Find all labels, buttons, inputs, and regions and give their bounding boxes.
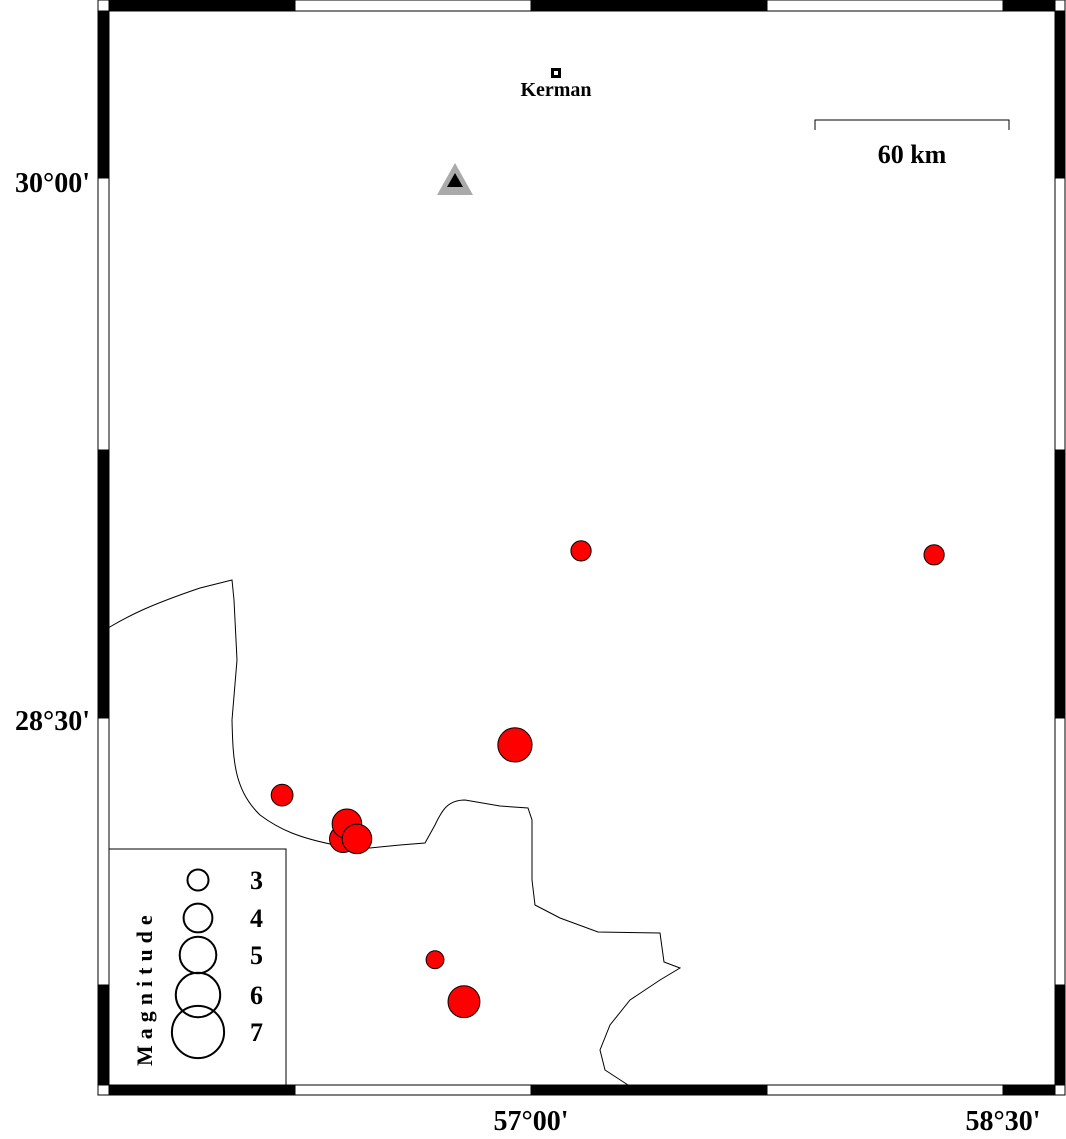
frame-tick-right bbox=[1054, 449, 1066, 719]
frame-tick-bottom bbox=[530, 1084, 768, 1096]
earthquake-event bbox=[570, 540, 592, 562]
legend-title: Magnitude bbox=[132, 909, 157, 1066]
axis-labels: 30°00' 28°30' 57°00' 58°30' bbox=[15, 168, 1041, 1137]
frame-tick-top bbox=[766, 0, 1004, 12]
frame-tick-left bbox=[97, 10, 110, 179]
province-border-line bbox=[107, 579, 682, 1086]
frame-tick-right bbox=[1054, 177, 1066, 451]
city-kerman: Kerman bbox=[520, 68, 592, 101]
legend-circle bbox=[174, 971, 222, 1019]
legend-label: 5 bbox=[250, 941, 263, 970]
earthquake-event bbox=[447, 985, 481, 1019]
scale-bar-label: 60 km bbox=[878, 140, 947, 169]
legend-circle bbox=[186, 868, 210, 892]
scale-bar: 60 km bbox=[814, 119, 1010, 169]
frame-tick-left bbox=[97, 177, 110, 451]
earthquake-event bbox=[270, 783, 294, 807]
legend-circle bbox=[170, 1004, 226, 1060]
frame-tick-right bbox=[1054, 10, 1066, 179]
frame-tick-left bbox=[97, 984, 110, 1086]
city-label: Kerman bbox=[520, 79, 591, 101]
legend-circle bbox=[182, 902, 214, 934]
frame-tick-right bbox=[1054, 984, 1066, 1086]
frame-tick-right bbox=[1054, 717, 1066, 986]
frame-tick-bottom bbox=[766, 1084, 1004, 1096]
lon-label: 58°30' bbox=[966, 1106, 1041, 1134]
station-triangle-icon bbox=[437, 163, 473, 195]
frame-tick-bottom bbox=[1002, 1084, 1056, 1096]
lat-label: 28°30' bbox=[15, 706, 90, 737]
map-area bbox=[108, 10, 1056, 1086]
lat-label: 30°00' bbox=[15, 168, 90, 199]
legend-label: 3 bbox=[250, 866, 263, 895]
earthquake-event bbox=[341, 823, 373, 855]
lon-label: 57°00' bbox=[494, 1106, 569, 1134]
legend-label: 7 bbox=[250, 1018, 263, 1047]
frame-tick-bottom bbox=[108, 1084, 296, 1096]
earthquake-event bbox=[923, 544, 945, 566]
earthquake-event bbox=[497, 727, 533, 763]
scale-bar-line bbox=[814, 119, 1010, 130]
frame-tick-top bbox=[1002, 0, 1056, 12]
legend-label: 6 bbox=[250, 981, 263, 1010]
frame-tick-left bbox=[97, 717, 110, 986]
frame-tick-top bbox=[530, 0, 768, 12]
frame-tick-top bbox=[294, 0, 532, 12]
city-square-inner bbox=[554, 71, 558, 75]
legend-label: 4 bbox=[250, 904, 263, 933]
frame-tick-top bbox=[108, 0, 296, 12]
legend-box bbox=[108, 848, 287, 1086]
earthquake-event bbox=[425, 950, 445, 970]
frame-tick-bottom bbox=[294, 1084, 532, 1096]
earthquake-events bbox=[270, 540, 945, 1019]
frame-tick-left bbox=[97, 449, 110, 719]
magnitude-legend: Magnitude 3 4 5 6 7 bbox=[108, 848, 287, 1086]
